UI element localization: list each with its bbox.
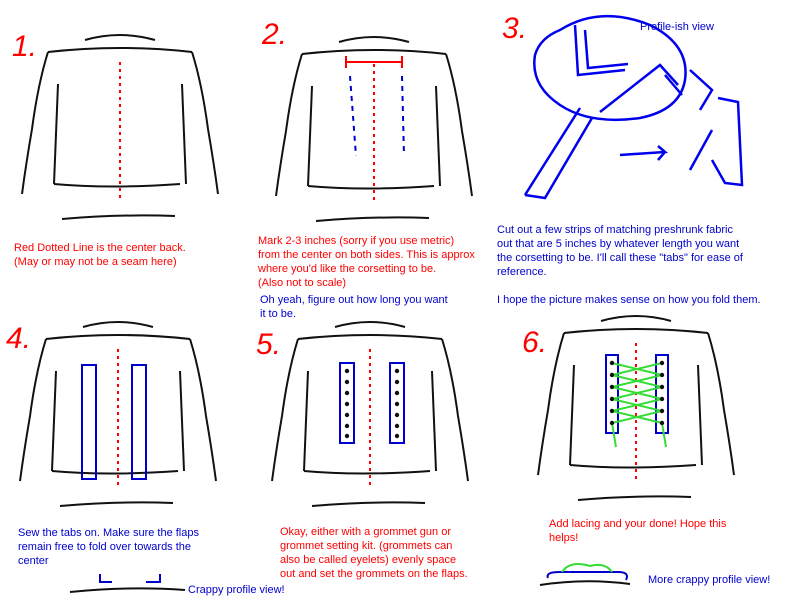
step-4-number: 4. (6, 322, 32, 355)
panel-1-jacket (21, 34, 219, 220)
left-laced-flap (605, 354, 619, 434)
step-3-profile-label: Profile-ish view (640, 21, 714, 33)
step-3-number: 3. (502, 12, 528, 45)
step-2-caption: Mark 2-3 inches (sorry if you use metric… (258, 235, 475, 289)
lacing (611, 362, 667, 448)
panel-5-jacket (271, 321, 469, 507)
laced-grommets (609, 360, 665, 426)
step-6-number: 6. (522, 326, 548, 359)
step-1-caption: Red Dotted Line is the center back. (May… (14, 242, 186, 268)
step-5-caption: Okay, either with a grommet gun or gromm… (280, 526, 468, 580)
grommets (344, 368, 400, 439)
panel-6-jacket (537, 315, 735, 501)
panel-4-jacket (19, 321, 217, 507)
step-6-profile-label: More crappy profile view! (648, 574, 771, 586)
panel-3-fold-sketch (523, 14, 744, 200)
step-4-profile-label: Crappy profile view! (188, 584, 285, 596)
step-2-number: 2. (262, 18, 288, 51)
right-laced-flap (655, 354, 669, 434)
left-marker-line (349, 75, 357, 157)
step-2-note: Oh yeah, figure out how long you want it… (260, 294, 448, 320)
panel-4-profile-sketch (69, 574, 186, 593)
step-5-number: 5. (256, 328, 282, 361)
step-3-caption: Cut out a few strips of matching preshru… (497, 224, 761, 306)
step-4-caption: Sew the tabs on. Make sure the flaps rem… (18, 527, 199, 567)
right-grommet-flap (389, 362, 405, 444)
step-1-number: 1. (12, 30, 38, 63)
panel-6-profile-sketch (539, 563, 631, 586)
measure-bracket (345, 56, 403, 68)
right-tab (131, 364, 147, 480)
left-tab (81, 364, 97, 480)
right-marker-line (401, 75, 405, 157)
left-grommet-flap (339, 362, 355, 444)
step-6-caption: Add lacing and your done! Hope this help… (549, 518, 727, 544)
panel-2-jacket (275, 36, 473, 222)
